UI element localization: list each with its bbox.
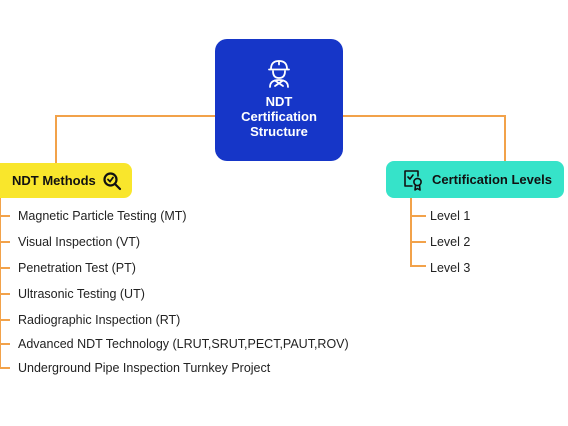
certificate-icon [404,169,422,191]
magnifier-icon [103,171,121,190]
connector-levels-spine [410,198,426,267]
level-item: Level 1 [430,209,471,223]
method-item: Penetration Test (PT) [18,261,136,275]
method-item: Underground Pipe Inspection Turnkey Proj… [18,361,271,375]
connector-root-levels [343,115,506,161]
method-item: Visual Inspection (VT) [18,235,141,249]
connector-root-methods [55,115,215,163]
levels-title: Certification Levels [432,172,552,187]
root-title: NDT Certification Structure [241,94,317,139]
method-item: Magnetic Particle Testing (MT) [18,209,187,223]
methods-node: NDT Methods [0,163,132,198]
root-node: NDT Certification Structure [215,39,343,161]
method-item: Ultrasonic Testing (UT) [18,287,145,301]
levels-node: Certification Levels [386,161,564,198]
level-item: Level 3 [430,261,471,275]
worker-helmet-icon [268,60,290,88]
level-item: Level 2 [430,235,471,249]
methods-title: NDT Methods [12,173,96,188]
method-item: Advanced NDT Technology (LRUT,SRUT,PECT,… [18,337,349,351]
method-item: Radiographic Inspection (RT) [18,313,181,327]
